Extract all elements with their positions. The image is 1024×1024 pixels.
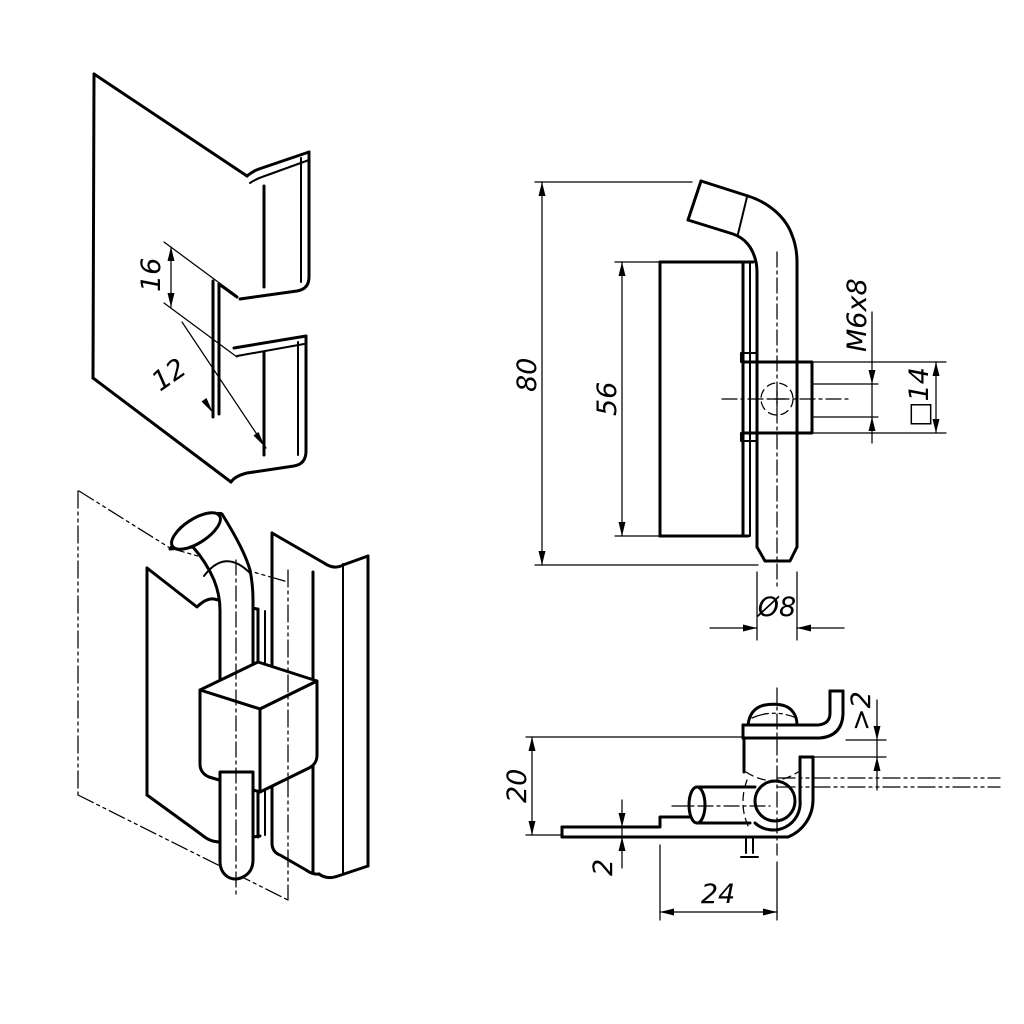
dim-pin-diameter: Ø8	[757, 592, 796, 623]
frame-leaf-front-edge	[270, 531, 321, 876]
plan-view: >2 20 2 24	[502, 687, 1001, 921]
sv-block	[741, 360, 814, 435]
dim-sheet-thickness: 2	[588, 859, 619, 876]
pv-frame-outer	[741, 689, 845, 740]
iso-assembly-view	[77, 490, 370, 901]
pv-under-curl-lines	[740, 837, 759, 858]
dimGap-arrow-up	[873, 757, 881, 771]
leaf-plate-bottom-edge	[91, 376, 233, 484]
dim80-arrow-up	[538, 182, 546, 196]
dim-knuckle-gap: 16	[136, 258, 167, 292]
dim16-ext-bottom	[163, 302, 238, 358]
sv-thread-lines	[813, 383, 879, 418]
upper-flange-top-inner	[249, 159, 310, 184]
door-leaf-top-edge	[145, 566, 259, 611]
sv-block-collars	[740, 352, 758, 442]
frame-leaf-bottom-edge	[317, 864, 370, 880]
notch-top-edge	[217, 282, 239, 299]
leaf-plate-left-edge	[91, 72, 96, 380]
dimM6-arrow-up	[868, 417, 876, 431]
dim14-arrow-down	[932, 419, 940, 433]
lower-flange-top-inner	[236, 343, 305, 357]
pv-door-top-face	[560, 815, 696, 829]
pin-cut-face	[170, 511, 222, 551]
dim80-ext	[534, 181, 759, 566]
dim12-arrow-2	[253, 432, 265, 447]
pin-bend-transition	[203, 560, 251, 577]
dim16-arrow-up	[167, 247, 175, 261]
dim24-arrow-right	[763, 908, 777, 916]
block-front-right-face	[258, 679, 319, 794]
upper-flange-outline	[238, 150, 311, 301]
dim12-arrow-1	[201, 398, 213, 413]
pv-pin-dome	[746, 702, 799, 727]
sv-pin-outer	[699, 179, 799, 549]
pv-dome-phantom-arc	[751, 712, 795, 719]
dimD8-ext	[756, 571, 798, 641]
dimGap-ext	[812, 739, 887, 758]
side-view: 56 80 M6x8 □14 Ø8	[512, 179, 947, 641]
dim-thread: M6x8	[842, 278, 873, 352]
dim20-arrow-down	[528, 821, 536, 835]
dim-flange-depth: 12	[146, 353, 192, 398]
dim-square-size: □14	[904, 367, 935, 427]
pv-arm-sides	[695, 785, 757, 825]
dim14-ext	[813, 361, 947, 434]
dim14-arrow-up	[932, 362, 940, 376]
sv-pin-inner	[686, 218, 759, 549]
sv-pin-transition	[737, 196, 748, 235]
dim12-line	[181, 321, 267, 449]
dim-min-clearance: >2	[846, 691, 877, 731]
dimM6-arrow-down	[868, 370, 876, 384]
leaf-plate-top-edge	[92, 72, 249, 178]
dimD8-arrow-left	[797, 624, 811, 632]
dim-overall-height: 80	[512, 358, 543, 392]
pv-frame-inner	[741, 689, 832, 727]
lower-flange-outline	[229, 334, 308, 484]
sv-pin-cut-face	[686, 179, 703, 222]
pv-curl-hidden-top	[745, 771, 799, 782]
dim80-arrow-down	[538, 551, 546, 565]
lower-flange-top-edge	[232, 334, 308, 350]
frame-leaf-top-edge	[270, 531, 370, 569]
dim2-arrow-down	[618, 813, 626, 827]
dimD8-arrow-right	[743, 624, 757, 632]
dim-pin-to-edge: 24	[701, 879, 735, 910]
upper-flange-top-edge	[245, 150, 311, 178]
dim56-arrow-down	[618, 522, 626, 536]
dim24-arrow-left	[660, 908, 674, 916]
pv-curl-outer	[786, 755, 815, 839]
dim20-arrow-up	[528, 737, 536, 751]
panel-phantom-bottom	[77, 794, 289, 901]
pv-arm-end-face	[687, 785, 707, 825]
iso-leaf-view: 16 12	[91, 72, 311, 484]
dim16-ext-top	[163, 241, 238, 297]
dimGap-arrow-down	[873, 726, 881, 740]
pv-pin-circle	[753, 779, 797, 823]
sv-pin-tip	[755, 545, 799, 563]
dim-leaf-height: 56	[592, 382, 623, 416]
dim-leaf-offset: 20	[502, 769, 533, 803]
dim16-arrow-down	[167, 293, 175, 307]
sv-pin-hidden-in-block	[756, 361, 798, 434]
pv-curl-inner	[753, 755, 802, 832]
dim24-ext	[659, 844, 778, 921]
dim56-arrow-up	[618, 262, 626, 276]
dim2-arrow-up	[618, 837, 626, 851]
